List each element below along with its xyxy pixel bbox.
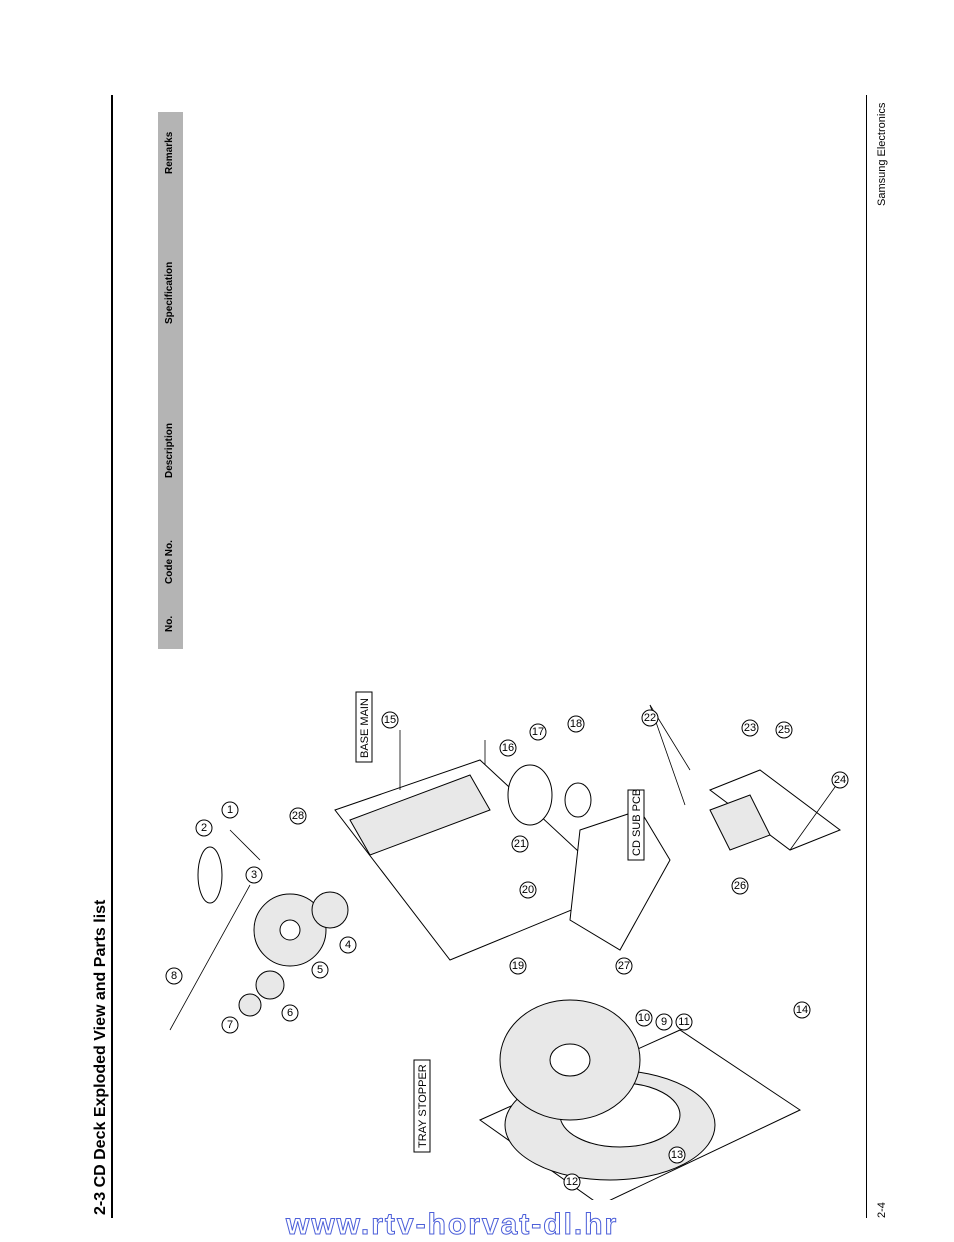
callout-22: 22 xyxy=(641,709,659,727)
svg-text:7: 7 xyxy=(227,1019,233,1031)
callout-5: 5 xyxy=(311,961,329,979)
svg-text:24: 24 xyxy=(834,774,846,786)
callout-13: 13 xyxy=(668,1146,686,1164)
clamp-ring xyxy=(564,782,592,818)
svg-text:28: 28 xyxy=(292,810,304,822)
svg-text:20: 20 xyxy=(522,884,534,896)
column-header-remarks: Remarks xyxy=(164,131,175,174)
callout-17: 17 xyxy=(529,723,547,741)
callout-9: 9 xyxy=(655,1013,673,1031)
exploded-view-diagram: BASE MAIN CD SUB PCB TRAY STOPPER 1 2 3 … xyxy=(165,691,849,1200)
big-gear-hub xyxy=(279,919,301,941)
right-divider xyxy=(866,95,867,1218)
callout-16: 16 xyxy=(499,739,517,757)
footer-brand: Samsung Electronics xyxy=(876,102,888,206)
svg-text:6: 6 xyxy=(287,1007,293,1019)
base-main-top xyxy=(349,774,491,856)
callout-6: 6 xyxy=(281,1004,299,1022)
label-tray-stopper: TRAY STOPPER xyxy=(413,1059,431,1153)
svg-text:21: 21 xyxy=(514,838,526,850)
svg-text:15: 15 xyxy=(384,714,396,726)
turntable-hub xyxy=(549,1043,591,1077)
gear-4 xyxy=(311,891,349,929)
callout-1: 1 xyxy=(221,801,239,819)
page-number: 2-4 xyxy=(876,1202,888,1218)
svg-text:4: 4 xyxy=(345,939,351,951)
svg-text:9: 9 xyxy=(661,1016,667,1028)
label-cd-sub-pcb: CD SUB PCB xyxy=(627,789,645,861)
svg-text:5: 5 xyxy=(317,964,323,976)
svg-text:11: 11 xyxy=(678,1016,689,1028)
callout-18: 18 xyxy=(567,715,585,733)
callout-12: 12 xyxy=(563,1173,581,1191)
label-base-main: BASE MAIN xyxy=(355,691,373,763)
callout-2: 2 xyxy=(195,819,213,837)
svg-text:23: 23 xyxy=(744,722,756,734)
watermark: www.rtv-horvat-dl.hr xyxy=(285,1208,619,1242)
svg-text:13: 13 xyxy=(671,1149,683,1161)
pickup-unit xyxy=(709,794,771,851)
callout-28: 28 xyxy=(289,807,307,825)
svg-text:27: 27 xyxy=(618,960,630,972)
callout-15: 15 xyxy=(381,711,399,729)
callout-20: 20 xyxy=(519,881,537,899)
gear-6 xyxy=(255,970,285,1000)
callout-14: 14 xyxy=(793,1001,811,1019)
column-header-description: Description xyxy=(164,422,175,478)
callout-3: 3 xyxy=(245,866,263,884)
callout-8: 8 xyxy=(165,967,183,985)
svg-text:18: 18 xyxy=(570,718,582,730)
callout-19: 19 xyxy=(509,957,527,975)
svg-text:2: 2 xyxy=(201,822,207,834)
page-title: 2-3 CD Deck Exploded View and Parts list xyxy=(92,899,109,1215)
callout-4: 4 xyxy=(339,936,357,954)
callout-27: 27 xyxy=(615,957,633,975)
column-header-specification: Specification xyxy=(164,261,175,324)
svg-text:22: 22 xyxy=(644,712,656,724)
svg-text:3: 3 xyxy=(251,869,257,881)
svg-text:26: 26 xyxy=(734,880,746,892)
svg-text:12: 12 xyxy=(566,1176,578,1188)
pulley-7 xyxy=(238,993,262,1017)
callout-23: 23 xyxy=(741,719,759,737)
column-header-code: Code No. xyxy=(164,540,175,584)
svg-text:CD SUB PCB: CD SUB PCB xyxy=(631,789,643,856)
column-header-no: No. xyxy=(164,615,175,632)
belt xyxy=(197,846,223,904)
svg-text:10: 10 xyxy=(638,1012,650,1024)
svg-text:8: 8 xyxy=(171,970,177,982)
disc-clamp xyxy=(507,764,553,826)
callout-7: 7 xyxy=(221,1016,239,1034)
svg-text:25: 25 xyxy=(778,724,790,736)
callout-11: 11 xyxy=(675,1013,693,1031)
cd-sub-pcb-board xyxy=(569,809,671,951)
left-divider xyxy=(111,95,113,1218)
svg-text:19: 19 xyxy=(512,960,524,972)
svg-text:16: 16 xyxy=(502,742,514,754)
callout-10: 10 xyxy=(635,1009,653,1027)
svg-text:1: 1 xyxy=(227,804,233,816)
svg-text:TRAY STOPPER: TRAY STOPPER xyxy=(417,1064,429,1148)
callout-26: 26 xyxy=(731,877,749,895)
parts-table-header xyxy=(158,112,183,649)
svg-text:BASE MAIN: BASE MAIN xyxy=(359,698,371,758)
svg-text:14: 14 xyxy=(796,1004,808,1016)
callout-21: 21 xyxy=(511,835,529,853)
callout-24: 24 xyxy=(831,771,849,789)
svg-text:17: 17 xyxy=(532,726,544,738)
shaft-8 xyxy=(169,884,251,1031)
callout-25: 25 xyxy=(775,721,793,739)
